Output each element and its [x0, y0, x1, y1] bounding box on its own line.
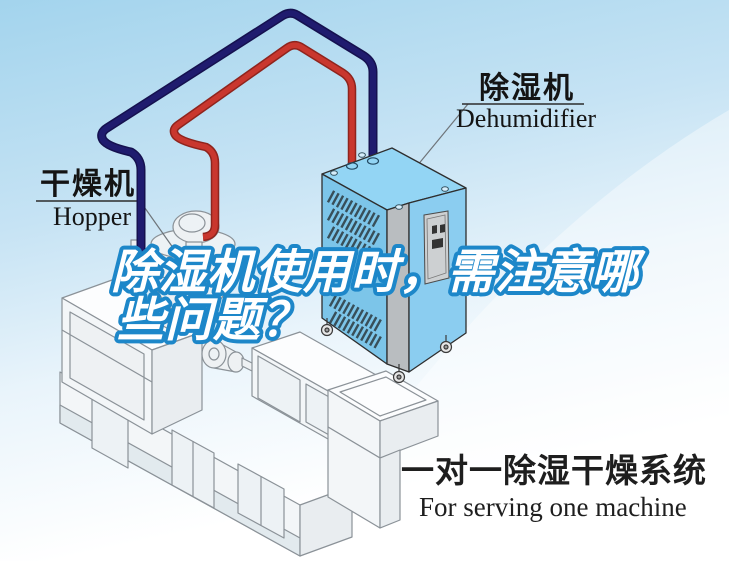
headline-line1: 除湿机使用时，需注意哪: [111, 245, 646, 298]
headline-line2: 些问题？: [117, 293, 309, 346]
pipe-inlet-collar: [345, 162, 359, 170]
caster-wheel: [320, 318, 453, 384]
leader-line-hopper: [139, 200, 177, 253]
extruder-machine: [59, 279, 439, 557]
pipe-red: [169, 41, 357, 242]
label-hopper-en: Hopper: [53, 202, 131, 231]
caption-en: For serving one machine: [419, 492, 687, 522]
label-hopper-zh: 干燥机: [40, 168, 136, 201]
leader-line-dehumidifier: [411, 103, 469, 173]
caption-zh: 一对一除湿干燥系统: [401, 454, 707, 490]
dehumidifier-cabinet: [320, 147, 467, 384]
hopper-cyclone-fitting: [172, 210, 220, 253]
control-panel: [423, 210, 450, 285]
pipe-navy: [97, 8, 378, 252]
screw-hole: [330, 152, 449, 210]
label-dehumidifier-zh: 除湿机: [479, 72, 575, 105]
label-dehumidifier-en: Dehumidifier: [456, 104, 597, 133]
vent-slats: [326, 190, 383, 349]
pipe-inlet-collar: [366, 157, 380, 165]
